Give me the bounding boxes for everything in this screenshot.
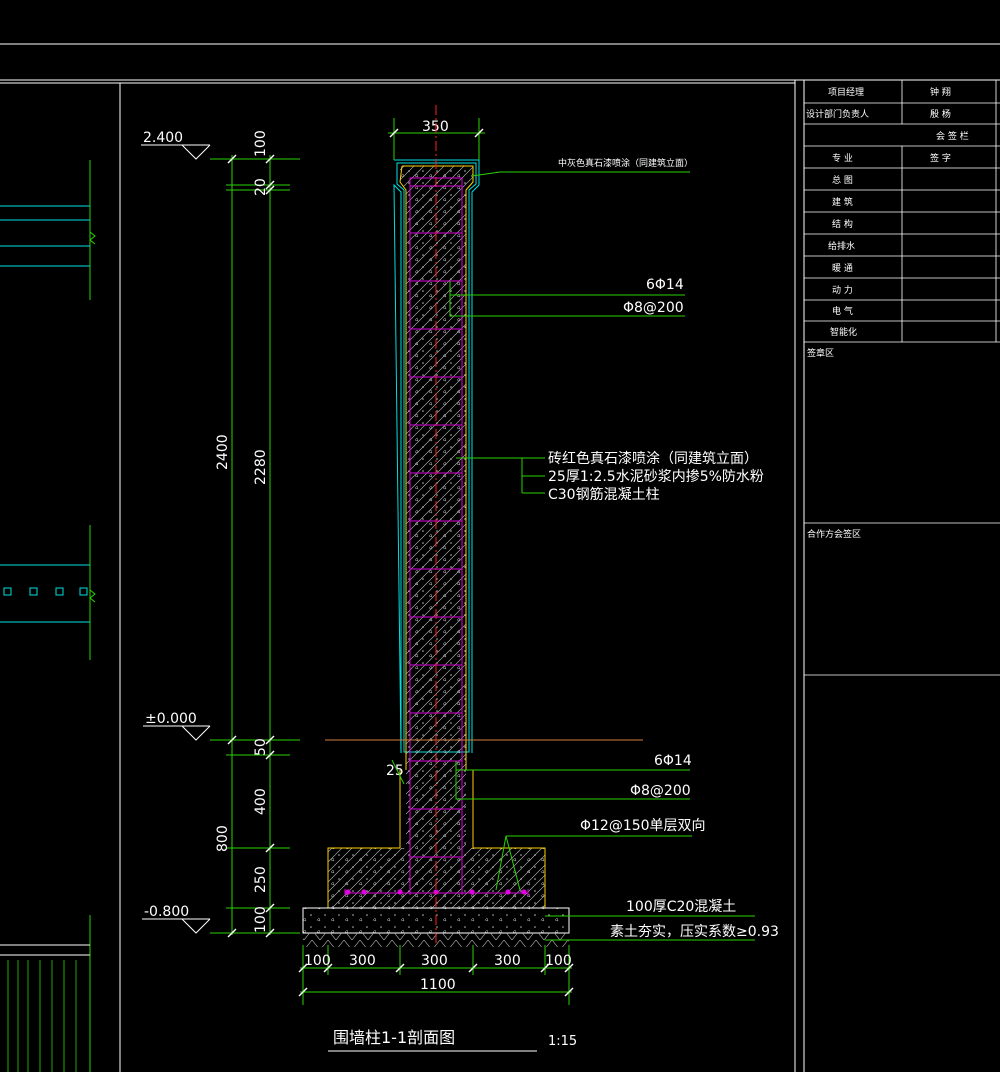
tb-row-value-2: 殷 杨 bbox=[930, 108, 951, 120]
dim-350: 350 bbox=[422, 119, 449, 135]
dim-250: 250 bbox=[253, 866, 269, 893]
dim-2400: 2400 bbox=[215, 434, 231, 470]
tb-row-value-1: 钟 翔 bbox=[930, 86, 951, 98]
note-stirrups-upper: Φ8@200 bbox=[623, 300, 684, 316]
tb-discipline-5: 暖 通 bbox=[832, 262, 853, 274]
dim-bottom-1: 100 bbox=[304, 953, 331, 969]
note-finish-3: C30钢筋混凝土柱 bbox=[548, 486, 660, 503]
dim-bottom-3: 300 bbox=[421, 953, 448, 969]
note-main-bars-lower: 6Φ14 bbox=[654, 753, 692, 769]
tb-discipline-6: 动 力 bbox=[832, 284, 853, 296]
elevation-bottom: -0.800 bbox=[142, 904, 211, 934]
note-main-bars-upper: 6Φ14 bbox=[646, 277, 684, 293]
elevation-top: 2.400 bbox=[141, 130, 211, 160]
tb-discipline-4: 给排水 bbox=[828, 240, 855, 252]
drawing-title-text: 围墙柱1-1剖面图 bbox=[333, 1028, 455, 1047]
vertical-dimensions: 2400 800 100 20 2280 50 400 250 100 bbox=[210, 130, 300, 938]
dim-bottom-4: 300 bbox=[494, 953, 521, 969]
elevation-ground: ±0.000 bbox=[143, 711, 211, 741]
dim-bottom-2: 300 bbox=[349, 953, 376, 969]
tb-row-label-1: 项目经理 bbox=[828, 86, 864, 98]
dim-400: 400 bbox=[253, 788, 269, 815]
left-partial-view bbox=[0, 160, 96, 1072]
note-bedding: 100厚C20混凝土 bbox=[626, 899, 736, 915]
bottom-dimensions: 100 300 300 300 100 1100 bbox=[298, 945, 574, 1005]
tb-discipline-2: 建 筑 bbox=[832, 196, 853, 208]
elevation-ground-label: ±0.000 bbox=[145, 711, 197, 727]
column-section[interactable]: 350 bbox=[302, 105, 643, 947]
tb-seal-area: 签章区 bbox=[807, 347, 834, 359]
sheet-frame bbox=[0, 43, 1000, 1072]
drawing-scale: 1:15 bbox=[548, 1034, 577, 1049]
dim-100-top: 100 bbox=[253, 130, 269, 157]
drawing-title: 围墙柱1-1剖面图 1:15 bbox=[328, 1028, 577, 1052]
tb-discipline-1: 总 图 bbox=[832, 174, 853, 186]
tb-discipline-label: 专 业 bbox=[832, 152, 853, 164]
annotations: 中灰色真石漆喷涂（同建筑立面） 6Φ14 Φ8@200 砖红色真石漆喷涂（同建筑… bbox=[449, 157, 779, 941]
note-finish-2: 25厚1:2.5水泥砂浆内掺5%防水粉 bbox=[548, 468, 764, 485]
note-soil: 素土夯实，压实系数≥0.93 bbox=[610, 924, 779, 940]
tb-row-label-2: 设计部门负责人 bbox=[806, 108, 869, 120]
dim-100-bottom: 100 bbox=[253, 906, 269, 933]
tb-discipline-3: 结 构 bbox=[832, 218, 853, 230]
dim-20: 20 bbox=[253, 178, 269, 196]
elevation-bottom-label: -0.800 bbox=[144, 904, 189, 920]
elevation-top-label: 2.400 bbox=[143, 130, 183, 146]
dim-2280: 2280 bbox=[253, 449, 269, 485]
note-stirrups-lower: Φ8@200 bbox=[630, 783, 691, 799]
tb-discipline-8: 智能化 bbox=[830, 326, 857, 338]
tb-discipline-7: 电 气 bbox=[832, 305, 853, 317]
dim-bottom-5: 100 bbox=[545, 953, 572, 969]
tb-partner-seal-area: 合作方会签区 bbox=[807, 528, 861, 540]
note-footing-bars: Φ12@150单层双向 bbox=[580, 818, 706, 834]
tb-countersign-header: 会 签 栏 bbox=[936, 130, 969, 142]
dim-1100: 1100 bbox=[420, 977, 456, 993]
note-cap-finish: 中灰色真石漆喷涂（同建筑立面） bbox=[558, 157, 693, 169]
title-block: 项目经理 钟 翔 设计部门负责人 殷 杨 会 签 栏 专 业 签 字 总 图 建… bbox=[804, 80, 1000, 676]
dim-800: 800 bbox=[215, 825, 231, 852]
dim-50: 50 bbox=[253, 738, 269, 756]
tb-discipline-value: 签 字 bbox=[930, 152, 951, 164]
note-finish-1: 砖红色真石漆喷涂（同建筑立面） bbox=[548, 450, 758, 467]
